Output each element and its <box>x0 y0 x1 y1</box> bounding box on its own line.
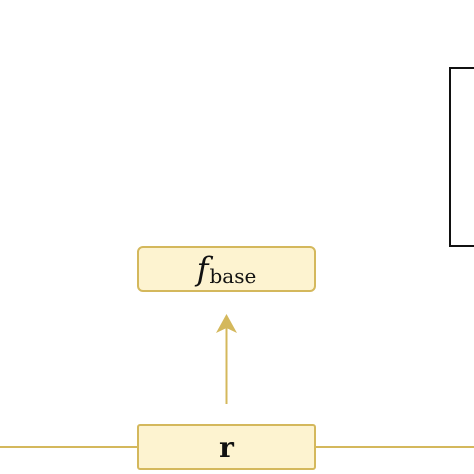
f-base-symbol: f <box>196 250 209 288</box>
f-base-subscript: base <box>209 264 257 288</box>
r-node: r <box>137 424 316 470</box>
arrow-head <box>216 314 237 333</box>
r-node-label: r <box>219 430 234 464</box>
partial-outline-box <box>449 67 474 247</box>
